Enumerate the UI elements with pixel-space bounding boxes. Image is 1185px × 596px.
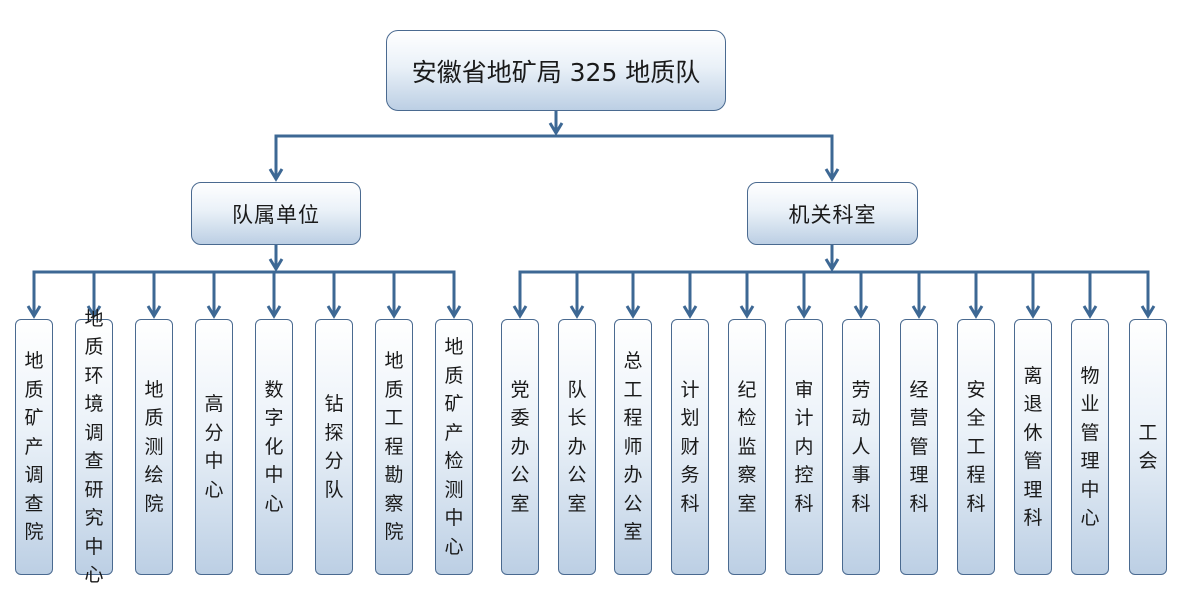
leaf-label: 纪检监察室: [737, 378, 757, 515]
leaf-label: 钻探分队: [324, 393, 344, 501]
leaf-unit: 地质矿产检测中心: [435, 319, 473, 575]
leaf-department: 总工程师办公室: [614, 319, 652, 575]
arrowhead: [268, 168, 284, 182]
arrowhead: [911, 305, 927, 319]
root-label: 安徽省地矿局 325 地质队: [411, 57, 701, 87]
leaf-label: 劳动人事科: [851, 378, 871, 515]
arrowhead: [386, 305, 402, 319]
leaf-label: 总工程师办公室: [623, 350, 643, 544]
arrowhead: [739, 305, 755, 319]
arrowhead: [824, 258, 840, 272]
arrowhead: [548, 122, 564, 136]
leaf-label: 地质工程勘察院: [384, 350, 404, 544]
leaf-department: 党委办公室: [501, 319, 539, 575]
leaf-unit: 地质环境调查研究中心: [75, 308, 113, 586]
leaf-label: 高分中心: [204, 393, 224, 501]
leaf-label: 数字化中心: [264, 378, 284, 515]
leaf-department: 队长办公室: [558, 319, 596, 575]
arrowhead: [682, 305, 698, 319]
leaf-label: 计划财务科: [680, 378, 700, 515]
arrowhead: [512, 305, 528, 319]
arrowhead: [206, 305, 222, 319]
leaf-department: 安全工程科: [957, 319, 995, 575]
leaf-label: 物业管理中心: [1080, 364, 1100, 530]
group-node-departments: 机关科室: [747, 182, 918, 245]
leaf-label: 经营管理科: [909, 378, 929, 515]
arrowhead: [446, 305, 462, 319]
arrowhead: [968, 305, 984, 319]
arrowhead: [824, 168, 840, 182]
arrowhead: [1140, 305, 1156, 319]
arrowhead: [1082, 305, 1098, 319]
leaf-department: 劳动人事科: [842, 319, 880, 575]
leaf-unit: 钻探分队: [315, 319, 353, 575]
arrowhead: [326, 305, 342, 319]
leaf-label: 安全工程科: [966, 378, 986, 515]
arrowhead: [796, 305, 812, 319]
leaf-label: 地质矿产调查院: [24, 350, 44, 544]
leaf-label: 离退休管理科: [1023, 364, 1043, 530]
arrowhead: [569, 305, 585, 319]
leaf-label: 审计内控科: [794, 378, 814, 515]
leaf-department: 纪检监察室: [728, 319, 766, 575]
arrowhead: [853, 305, 869, 319]
arrowhead: [1025, 305, 1041, 319]
arrowhead: [268, 258, 284, 272]
leaf-label: 工会: [1138, 421, 1158, 473]
leaf-department: 离退休管理科: [1014, 319, 1052, 575]
leaf-department: 物业管理中心: [1071, 319, 1109, 575]
group-label: 队属单位: [232, 202, 320, 227]
leaf-department: 计划财务科: [671, 319, 709, 575]
arrowhead: [266, 305, 282, 319]
arrowhead: [146, 305, 162, 319]
leaf-unit: 地质工程勘察院: [375, 319, 413, 575]
root-node: 安徽省地矿局 325 地质队: [386, 30, 726, 111]
leaf-unit: 数字化中心: [255, 319, 293, 575]
leaf-label: 地质矿产检测中心: [444, 336, 464, 558]
leaf-department: 经营管理科: [900, 319, 938, 575]
arrowhead: [625, 305, 641, 319]
leaf-label: 队长办公室: [567, 378, 587, 515]
leaf-label: 党委办公室: [510, 378, 530, 515]
leaf-department: 审计内控科: [785, 319, 823, 575]
arrowhead: [26, 305, 42, 319]
arrowhead: [86, 305, 102, 319]
leaf-unit: 地质矿产调查院: [15, 319, 53, 575]
leaf-department: 工会: [1129, 319, 1167, 575]
leaf-unit: 地质测绘院: [135, 319, 173, 575]
group-node-affiliated-units: 队属单位: [191, 182, 361, 245]
group-label: 机关科室: [788, 202, 877, 227]
leaf-label: 地质测绘院: [144, 378, 164, 515]
leaf-label: 地质环境调查研究中心: [84, 307, 104, 587]
leaf-unit: 高分中心: [195, 319, 233, 575]
